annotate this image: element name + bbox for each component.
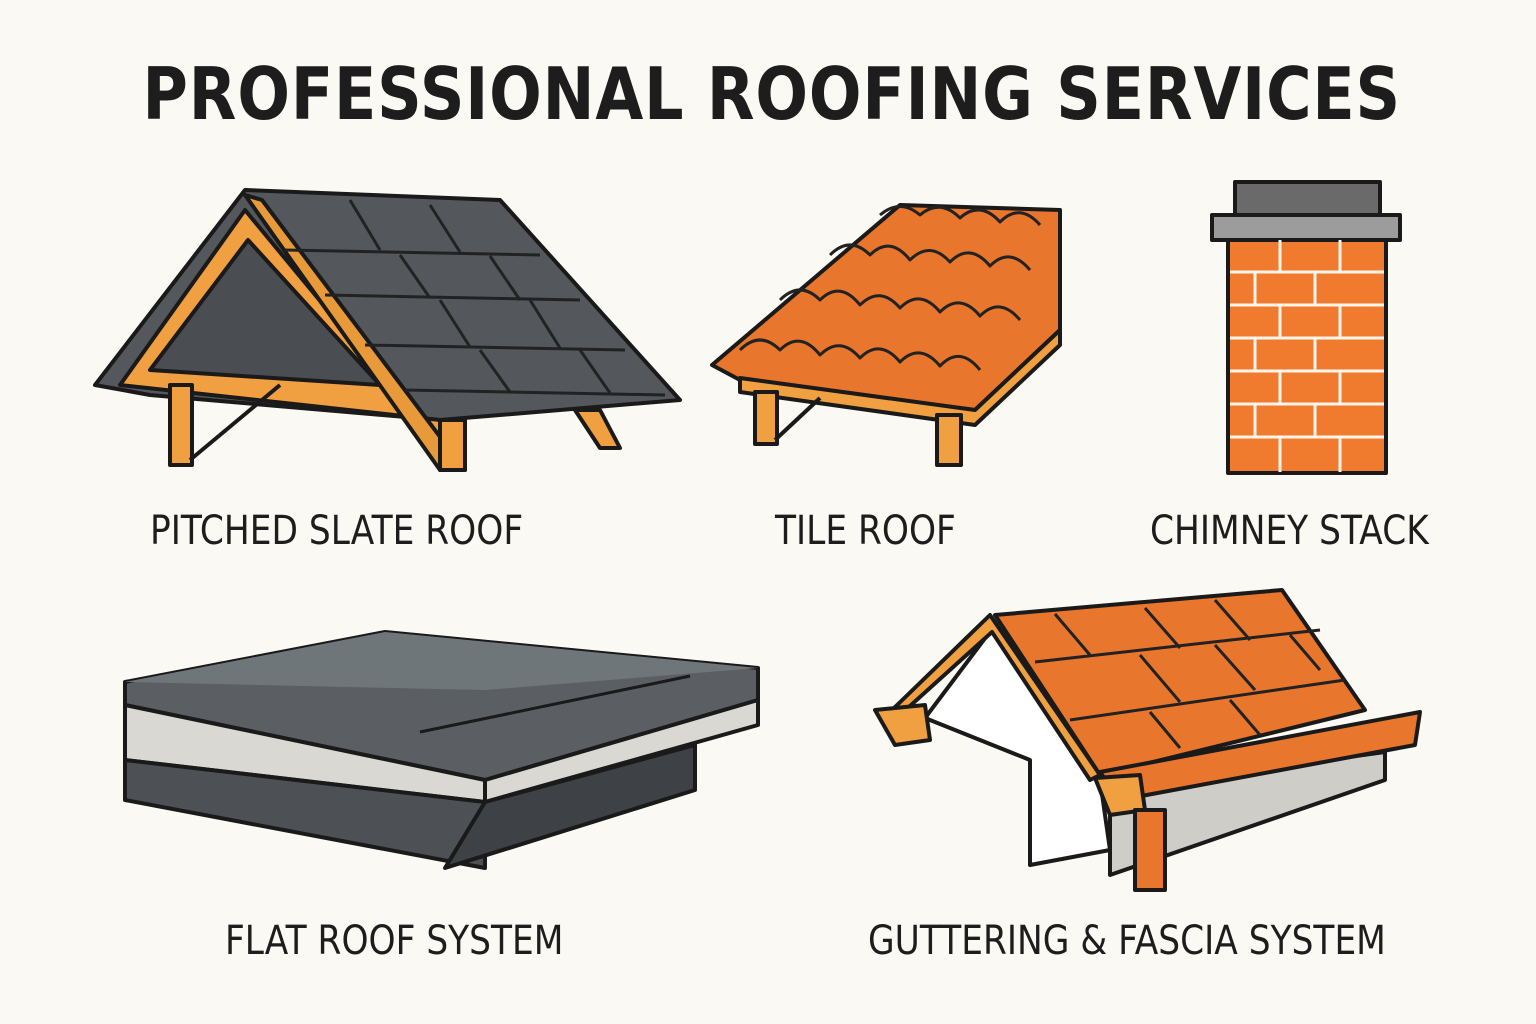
service-label-pitched-slate-roof: PITCHED SLATE ROOF <box>150 508 524 554</box>
service-label-flat-roof-system: FLAT ROOF SYSTEM <box>225 918 564 964</box>
pitched-slate-roof-illustration <box>93 188 682 472</box>
page-title: PROFESSIONAL ROOFING SERVICES <box>142 52 1402 136</box>
flat-roof-illustration <box>123 630 760 870</box>
guttering-fascia-illustration <box>873 588 1422 892</box>
service-label-tile-roof: TILE ROOF <box>775 508 956 554</box>
tile-roof-illustration <box>710 203 1062 467</box>
service-label-guttering-fascia-system: GUTTERING & FASCIA SYSTEM <box>868 918 1386 964</box>
chimney-stack-illustration <box>1210 180 1402 475</box>
service-label-chimney-stack: CHIMNEY STACK <box>1150 508 1429 554</box>
